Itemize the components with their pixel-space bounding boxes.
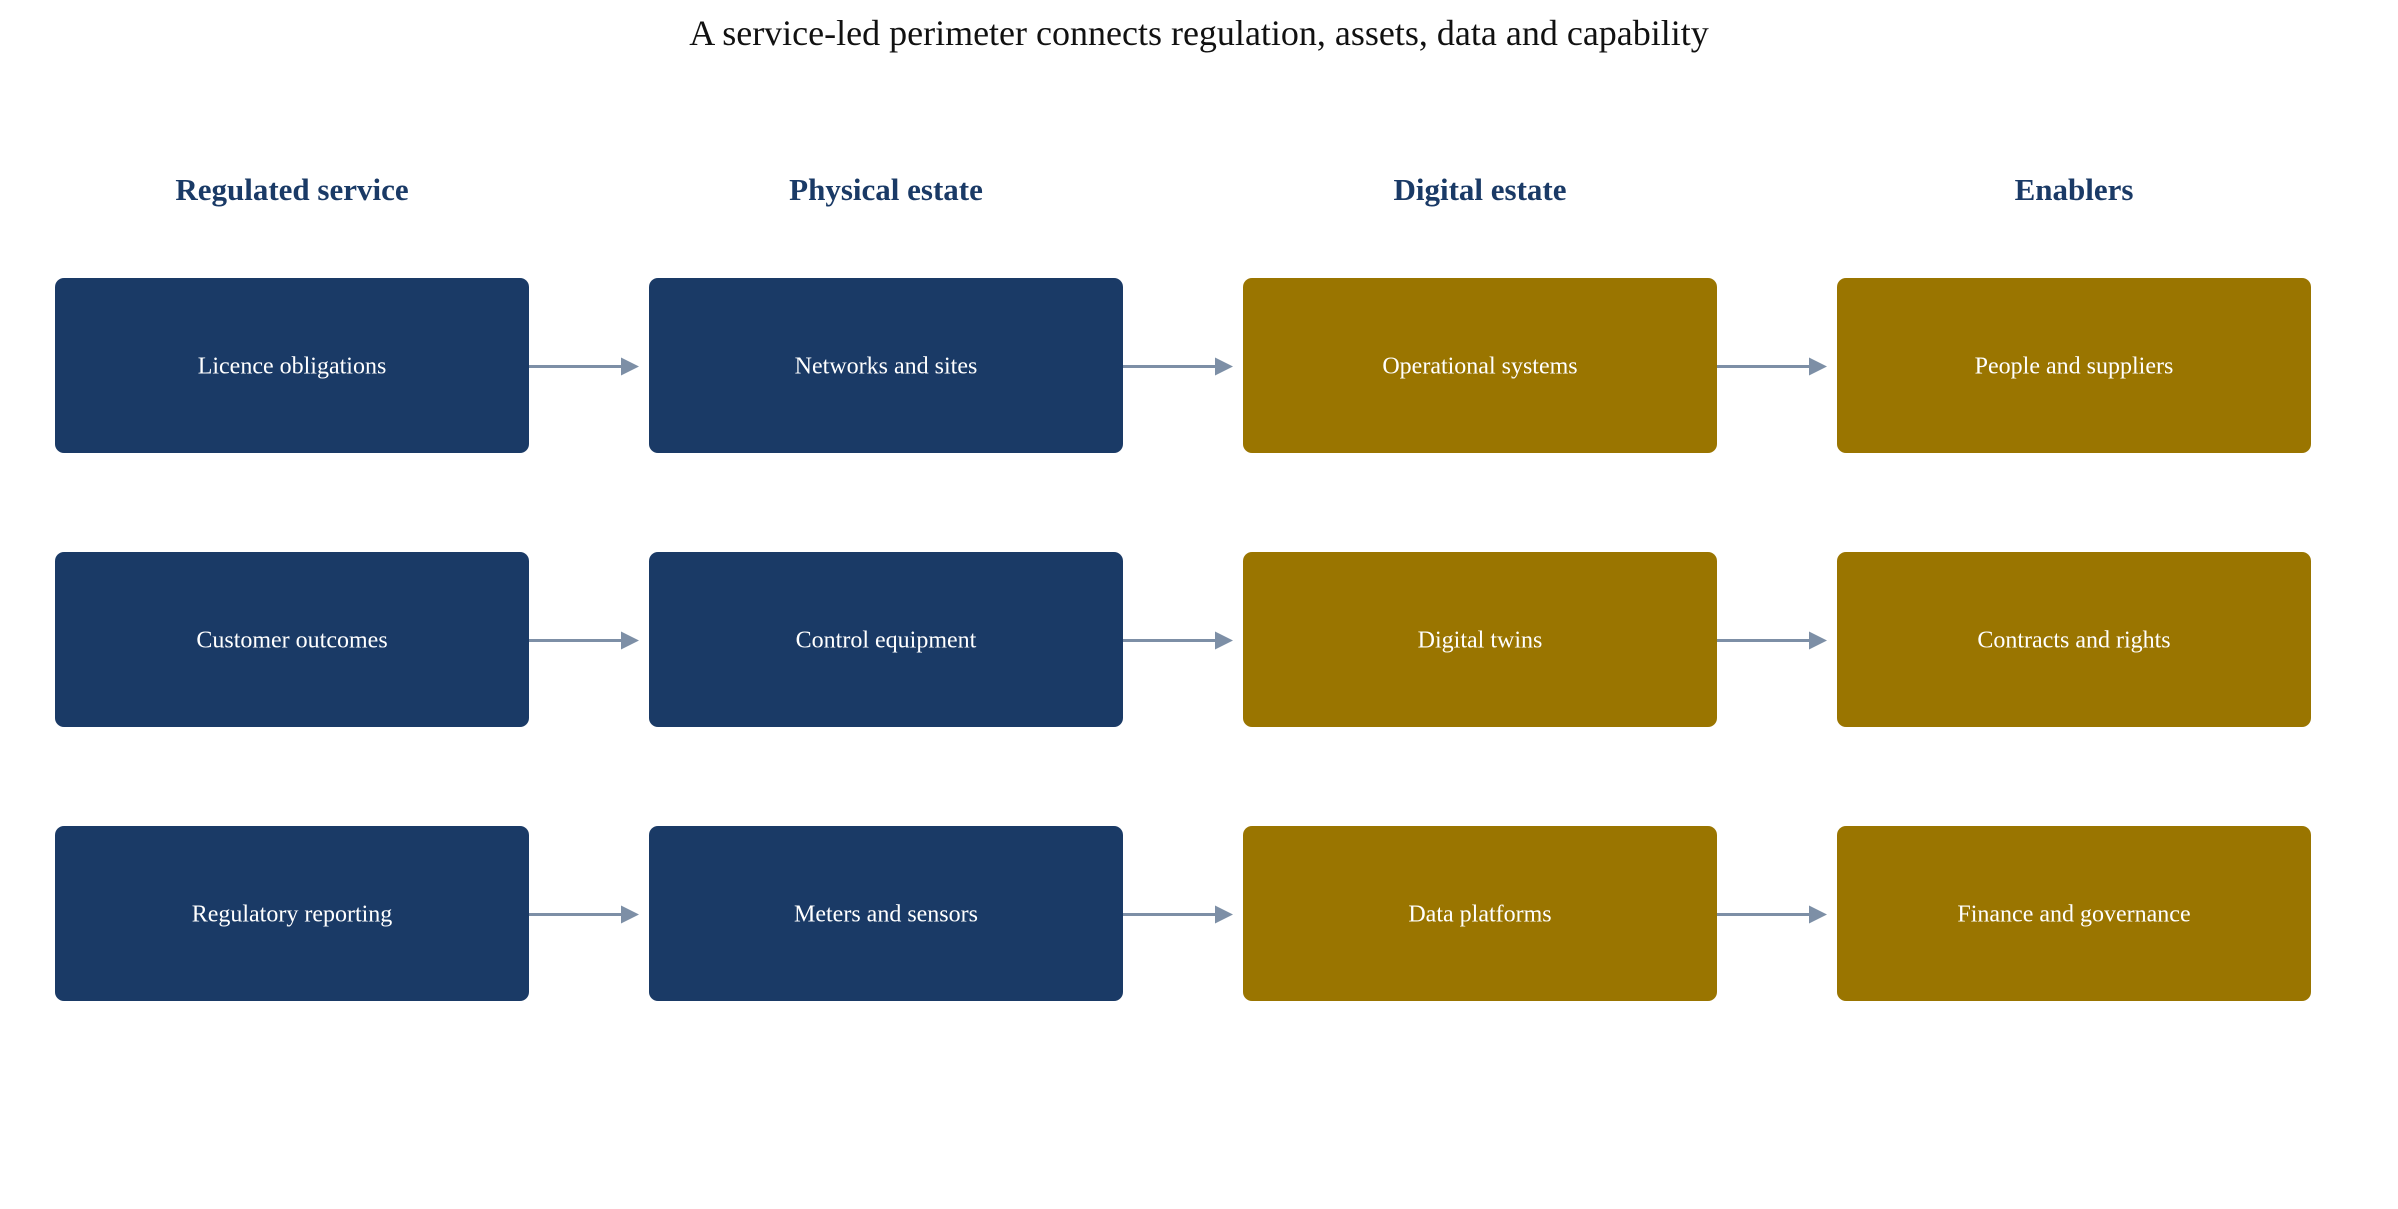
box-label: Regulatory reporting (192, 902, 393, 928)
box-shape (649, 278, 1123, 453)
box-shape (649, 552, 1123, 727)
arrow-digital-twins-to-contracts-and-rights (1713, 631, 1827, 650)
box-label: People and suppliers (1975, 354, 2174, 380)
arrow-head (1215, 357, 1233, 376)
box-label: Data platforms (1408, 902, 1551, 928)
column-header-physical-estate: Physical estate (789, 172, 983, 207)
arrow-head (621, 631, 639, 650)
box-meters-and-sensors: Meters and sensors (649, 826, 1123, 1001)
box-licence-obligations: Licence obligations (55, 278, 529, 453)
arrow-head (1215, 905, 1233, 924)
box-shape (1837, 826, 2311, 1001)
arrow-head (1809, 357, 1827, 376)
arrow-control-equipment-to-digital-twins (1119, 631, 1233, 650)
box-label: Control equipment (796, 628, 977, 654)
box-finance-and-governance: Finance and governance (1837, 826, 2311, 1001)
box-contracts-and-rights: Contracts and rights (1837, 552, 2311, 727)
box-label: Networks and sites (795, 354, 978, 380)
box-shape (1243, 278, 1717, 453)
box-control-equipment: Control equipment (649, 552, 1123, 727)
box-label: Operational systems (1382, 354, 1577, 380)
box-data-platforms: Data platforms (1243, 826, 1717, 1001)
arrow-regulatory-reporting-to-meters-and-sensors (525, 905, 639, 924)
box-shape (649, 826, 1123, 1001)
box-digital-twins: Digital twins (1243, 552, 1717, 727)
box-shape (55, 278, 529, 453)
box-regulatory-reporting: Regulatory reporting (55, 826, 529, 1001)
box-label: Customer outcomes (196, 628, 387, 654)
box-networks-and-sites: Networks and sites (649, 278, 1123, 453)
arrow-head (1809, 631, 1827, 650)
arrow-meters-and-sensors-to-data-platforms (1119, 905, 1233, 924)
box-shape (1837, 278, 2311, 453)
box-people-and-suppliers: People and suppliers (1837, 278, 2311, 453)
arrow-networks-and-sites-to-operational-systems (1119, 357, 1233, 376)
column-header-enablers: Enablers (2015, 172, 2134, 207)
box-label: Meters and sensors (794, 902, 978, 928)
column-header-regulated-service: Regulated service (175, 172, 408, 207)
arrow-operational-systems-to-people-and-suppliers (1713, 357, 1827, 376)
box-label: Digital twins (1418, 628, 1543, 654)
box-shape (55, 826, 529, 1001)
arrow-data-platforms-to-finance-and-governance (1713, 905, 1827, 924)
box-customer-outcomes: Customer outcomes (55, 552, 529, 727)
arrow-head (621, 905, 639, 924)
box-shape (1837, 552, 2311, 727)
box-shape (55, 552, 529, 727)
box-shape (1243, 552, 1717, 727)
arrow-head (621, 357, 639, 376)
column-headers: Regulated service Physical estate Digital … (175, 172, 2133, 207)
box-label: Contracts and rights (1977, 628, 2170, 654)
diagram-title: A service-led perimeter connects regulat… (689, 13, 1709, 53)
box-label: Finance and governance (1957, 902, 2190, 928)
box-label: Licence obligations (198, 354, 387, 380)
arrow-head (1215, 631, 1233, 650)
arrow-licence-obligations-to-networks-and-sites (525, 357, 639, 376)
box-operational-systems: Operational systems (1243, 278, 1717, 453)
arrow-customer-outcomes-to-control-equipment (525, 631, 639, 650)
connector-arrows (525, 357, 1827, 924)
box-shape (1243, 826, 1717, 1001)
column-header-digital-estate: Digital estate (1393, 172, 1566, 207)
arrow-head (1809, 905, 1827, 924)
